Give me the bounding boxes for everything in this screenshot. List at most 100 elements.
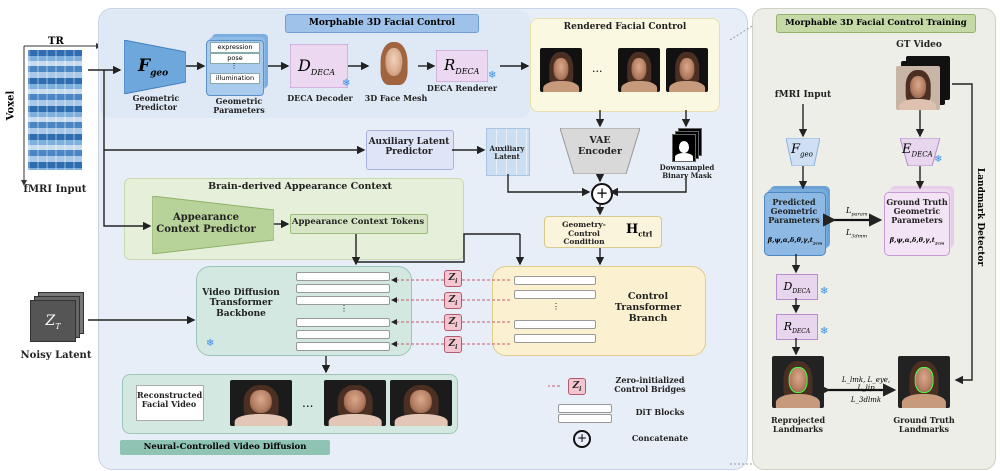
vae-encoder-label: VAE Encoder [578, 135, 622, 157]
noisy-latent-stack: ZT [30, 292, 86, 342]
recon-frame-3 [390, 380, 452, 426]
gt-video-label: GT Video [896, 40, 942, 50]
concat-node: + [591, 183, 613, 205]
rendered-frame-1 [540, 48, 582, 92]
training-encoder-frozen-icon: ❄ [934, 154, 943, 165]
rendered-frame-2 [618, 48, 660, 92]
aux-predictor-box [366, 130, 454, 170]
geo-cond-box [544, 216, 662, 248]
vae-encoder-shape [560, 128, 640, 174]
geo-cond-label: Geometry-Control Condition [562, 220, 606, 247]
face-mesh-label: 3D Face Mesh [364, 93, 428, 103]
legend-concat-label: Concatenate [631, 433, 689, 443]
bridge-z-2: Zi [444, 292, 462, 309]
gt-params-label: Ground Truth Geometric Parameters [886, 197, 948, 226]
control-dit-block-1 [514, 276, 596, 285]
loss-3dmm-label: L3dmm [846, 228, 868, 240]
reprojected-landmarks-label: Reprojected Landmarks [770, 415, 826, 435]
predicted-params-formula: β,ψ,α,δ,θ,γ,t2cm [767, 236, 823, 246]
rendered-control-title: Rendered Facial Control [563, 22, 687, 32]
footer-banner: Neural-Controlled Video Diffusion [120, 440, 330, 455]
gt-landmarks-image [898, 356, 950, 408]
reprojected-landmarks-image [772, 356, 824, 408]
recon-frame-1 [230, 380, 292, 426]
morph-title: Morphable 3D Facial Control [285, 14, 479, 33]
backbone-dit-ellipsis: ⋮ [340, 304, 348, 313]
deca-renderer-frozen-icon: ❄ [488, 70, 497, 81]
loss-3dlmk-label: L_3dlmk [850, 396, 882, 404]
control-dit-block-2 [514, 290, 596, 299]
fmri-axes [21, 43, 102, 186]
geometric-parameters-label: Geometric Parameters [213, 96, 265, 116]
landmark-detector-label: Landmark Detector [975, 167, 985, 267]
param-pose: pose [210, 53, 260, 64]
control-branch-label: Control Transformer Branch [614, 291, 682, 324]
noisy-latent-label: Noisy Latent [20, 350, 92, 361]
legend-dit-2 [558, 414, 612, 423]
backbone-frozen-icon: ❄ [206, 338, 215, 349]
gt-video-stack [896, 56, 952, 110]
bridge-z-4: Zi [444, 336, 462, 353]
geometric-predictor-label: Geometric Predictor [132, 93, 180, 113]
predicted-params-label: Predicted Geometric Parameters [768, 197, 820, 226]
bridge-z-1: Zi [444, 270, 462, 287]
backbone-dit-block-1 [296, 272, 390, 281]
backbone-dit-block-2 [296, 284, 390, 293]
aux-latent-label: Auxiliary Latent [489, 144, 525, 162]
backbone-dit-block-4 [296, 318, 390, 327]
training-fgeo-shape [786, 138, 820, 166]
reconstructed-label-box [136, 385, 204, 421]
tr-axis-label: TR [48, 36, 64, 47]
legend-dit-label: DiT Blocks [635, 407, 685, 417]
param-expression: expression [210, 42, 260, 53]
gt-landmarks-label: Ground Truth Landmarks [893, 415, 955, 435]
reconstructed-label: Reconstructed Facial Video [137, 390, 203, 410]
deca-decoder-frozen-icon: ❄ [342, 78, 351, 89]
appearance-predictor-label: Appearance Context Predictor [156, 212, 256, 235]
voxel-axis-label: Voxel [5, 90, 17, 121]
legend-zero-init: Zero-initialized Control Bridges [614, 375, 686, 395]
training-renderer-frozen-icon: ❄ [820, 326, 829, 337]
training-decoder-frozen-icon: ❄ [820, 286, 829, 297]
rendered-ellipsis: ... [592, 62, 603, 75]
gt-params-formula: β,ψ,α,δ,θ,γ,t2cm [889, 236, 945, 246]
deca-decoder-symbol: DDECA [298, 56, 335, 78]
bridge-z-3: Zi [444, 314, 462, 331]
predicted-params-stack [764, 186, 830, 256]
fgeo-symbol: Fgeo [138, 56, 169, 79]
deca-decoder-label: DECA Decoder [287, 93, 353, 103]
training-encoder-symbol: EDECA [902, 142, 933, 159]
backbone-dit-block-5 [296, 330, 390, 339]
backbone-dit-block-3 [296, 296, 390, 305]
training-deca-decoder: DDECA [776, 274, 818, 300]
aux-predictor-label: Auxiliary Latent Predictor [368, 137, 450, 158]
deca-renderer-symbol: RDECA [444, 56, 480, 76]
appearance-predictor-shape [152, 196, 274, 254]
appearance-tokens-label: Appearance Context Tokens [291, 217, 425, 227]
face-mesh-image [370, 36, 418, 92]
deca-renderer-shape [436, 50, 488, 82]
recon-ellipsis: ... [302, 396, 314, 410]
param-illumination: illumination [210, 73, 260, 84]
mask-label: Downsampled Binary Mask [659, 163, 715, 181]
backbone-label: Video Diffusion Transformer Backbone [202, 288, 280, 319]
legend-z-icon: Zi [568, 378, 586, 395]
control-dit-block-3 [514, 320, 596, 329]
loss-param-label: Lparam [846, 206, 868, 218]
loss-lmk-label: L_lmk, L_eye, L_lip [841, 376, 891, 392]
appearance-title: Brain-derived Appearance Context [208, 181, 392, 192]
param-ellipsis: ⋮ [230, 62, 238, 70]
fmri-input-label: fMRI Input [23, 184, 87, 195]
training-fmri-label: fMRI Input [774, 90, 832, 100]
gt-params-stack [884, 186, 954, 256]
fmri-heatmap [28, 50, 82, 170]
training-title: Morphable 3D Facial Control Training [776, 14, 976, 33]
backbone-dit-block-6 [296, 342, 390, 351]
control-dit-ellipsis: ⋮ [552, 302, 560, 311]
training-deca-renderer: RDECA [776, 314, 818, 340]
legend-concat-icon: + [573, 430, 591, 448]
legend-dit-1 [558, 404, 612, 413]
control-dit-block-4 [514, 334, 596, 343]
hctrl-symbol: Hctrl [626, 222, 653, 239]
training-fgeo-symbol: Fgeo [791, 142, 813, 159]
